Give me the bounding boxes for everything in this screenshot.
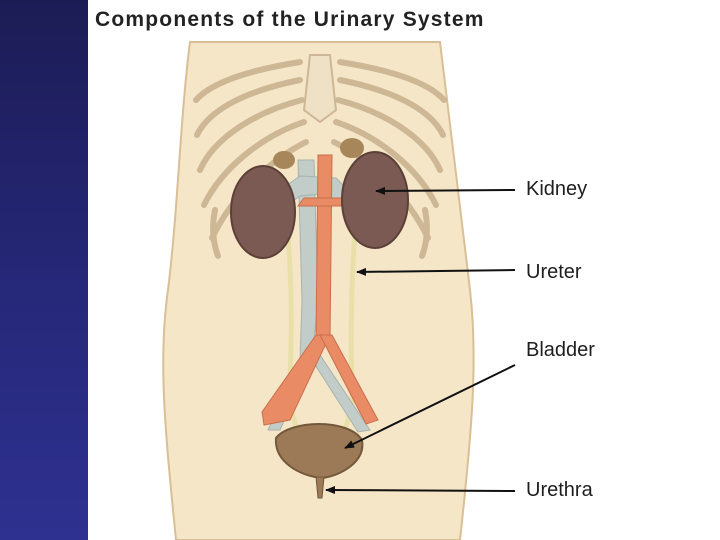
ureter-label: Ureter (526, 261, 582, 283)
left-adrenal-gland (273, 151, 295, 169)
slide-sidebar-band (0, 0, 88, 540)
urethra-label: Urethra (526, 479, 593, 501)
right-ureter (337, 214, 359, 440)
aorta (261, 154, 379, 426)
bladder (274, 423, 364, 480)
left-ureter (283, 214, 305, 440)
kidney-pointer-line (375, 186, 516, 195)
ureter-pointer-line (356, 267, 516, 276)
slide-title: Components of the Urinary System (95, 8, 485, 31)
right-kidney (341, 151, 409, 249)
left-kidney (230, 165, 296, 259)
urethra-pointer-line (325, 486, 516, 495)
bladder-pointer-line (344, 364, 516, 449)
urethra (315, 476, 325, 499)
bladder-label: Bladder (526, 339, 595, 361)
sternum (302, 54, 338, 124)
right-adrenal-gland (340, 138, 364, 158)
kidney-label: Kidney (526, 178, 588, 200)
